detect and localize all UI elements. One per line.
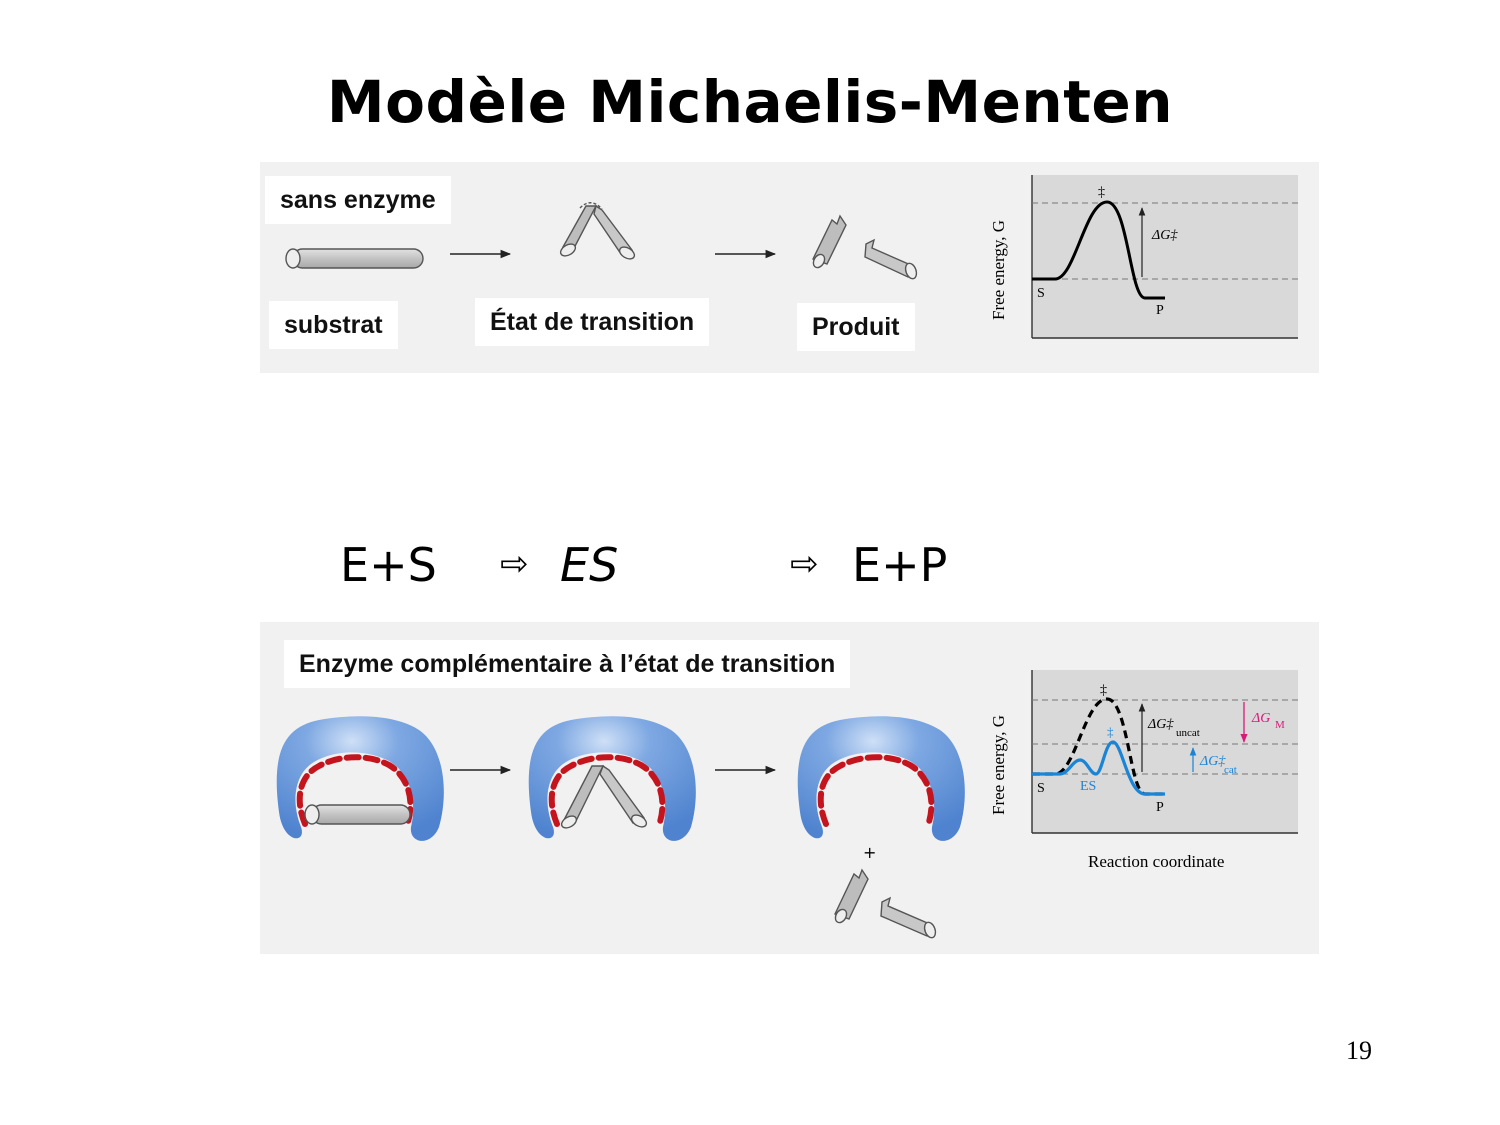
energy-diagram-uncatalyzed: ‡ ΔG‡ S P Free energy, G (989, 175, 1298, 339)
product-level-label: P (1156, 800, 1164, 815)
y-axis-label: Free energy, G (989, 220, 1008, 320)
uncatalyzed-reaction-panel: ‡ ΔG‡ S P Free energy, G sans enzyme sub… (260, 162, 1319, 373)
x-axis-label: Reaction coordinate (1088, 852, 1224, 871)
dagger-symbol-cat: ‡ (1107, 724, 1114, 739)
equation-complex: ES (560, 538, 619, 592)
equation-arrow-1: ⇨ (500, 538, 529, 592)
label-enzyme-complementary: Enzyme complémentaire à l’état de transi… (284, 640, 851, 688)
product-level-label: P (1156, 303, 1164, 318)
equation-arrow-2: ⇨ (790, 538, 819, 592)
delta-g-m-label: ΔG (1251, 711, 1270, 726)
dagger-symbol: ‡ (1098, 185, 1105, 200)
free-enzyme-icon (798, 716, 965, 841)
transition-state-icon (559, 202, 636, 260)
label-product: Produit (797, 303, 915, 351)
enzyme-substrate-icon (277, 716, 444, 841)
arrow-icon: ⇨ (500, 544, 529, 584)
label-transition-state: État de transition (475, 298, 710, 346)
dagger-symbol: ‡ (1100, 683, 1107, 698)
product-pieces-icon (812, 214, 918, 280)
substrate-rod-icon (285, 248, 424, 269)
equation-reactants: E+S (340, 538, 437, 592)
product-pieces-icon (834, 868, 937, 939)
substrate-level-label: S (1037, 781, 1045, 796)
delta-g-m-subscript: M (1275, 719, 1285, 731)
y-axis-label: Free energy, G (989, 715, 1008, 815)
catalyzed-reaction-panel: + ‡ ‡ ΔG‡ uncat ΔG‡ (260, 622, 1319, 954)
es-complex-label: ES (1080, 779, 1096, 794)
energy-diagram-catalyzed: ‡ ‡ ΔG‡ uncat ΔG‡ cat ΔG M S ES P Free e… (989, 670, 1298, 871)
label-no-enzyme: sans enzyme (265, 176, 451, 224)
uncatalyzed-diagram: ‡ ΔG‡ S P Free energy, G (285, 175, 1298, 339)
enzyme-transition-state-icon (529, 716, 696, 841)
label-substrate: substrat (269, 301, 398, 349)
plus-sign: + (863, 843, 876, 862)
page-number: 19 (1346, 1036, 1372, 1065)
delta-g-uncat-subscript: uncat (1176, 727, 1200, 739)
substrate-level-label: S (1037, 286, 1045, 301)
delta-g-cat-label: ΔG‡ (1199, 754, 1226, 769)
arrow-icon: ⇨ (790, 544, 819, 584)
slide-title: Modèle Michaelis-Menten (326, 68, 1174, 136)
delta-g-cat-subscript: cat (1224, 764, 1237, 776)
equation-products: E+P (852, 538, 948, 592)
delta-g-label: ΔG‡ (1151, 228, 1178, 243)
delta-g-uncat-label: ΔG‡ (1147, 717, 1174, 732)
catalyzed-diagram: + ‡ ‡ ΔG‡ uncat ΔG‡ (260, 670, 1298, 939)
